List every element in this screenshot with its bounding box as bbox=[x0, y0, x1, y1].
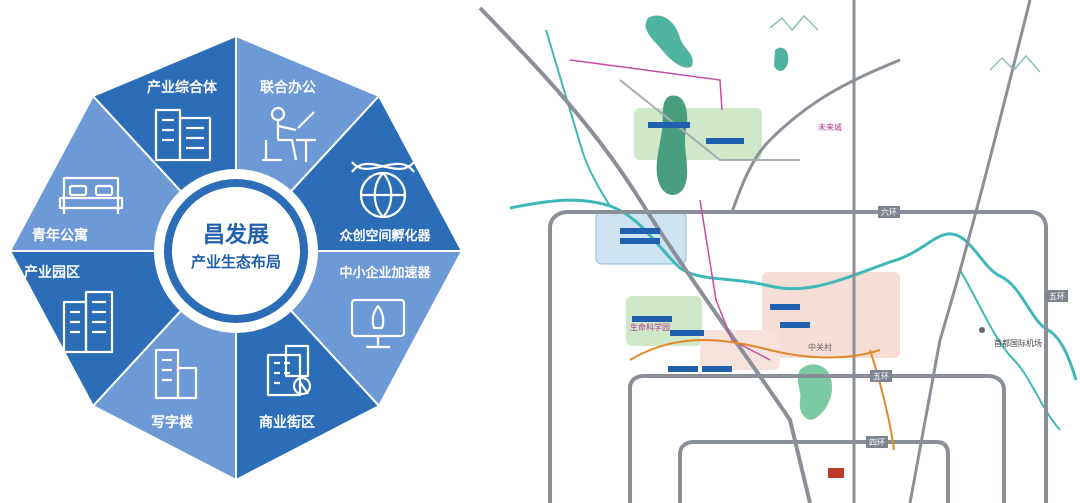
green-zone-north bbox=[634, 108, 762, 160]
expressway-east bbox=[908, 0, 1032, 503]
segment-label-commercial-street: 商业街区 bbox=[259, 414, 315, 431]
ring-road-5 bbox=[628, 374, 1006, 503]
olympic-park bbox=[797, 364, 833, 420]
expressway-badaling bbox=[478, 6, 812, 503]
segment-label-office: 写字楼 bbox=[151, 414, 193, 431]
ring-label-badge bbox=[870, 370, 892, 382]
reservoir-north bbox=[645, 15, 693, 68]
segment-label-accelerator: 中小企业加速器 bbox=[339, 265, 431, 281]
ecosystem-wheel: 昌发展 产业生态布局 联合办公 众创空间孵化器 中小企业加速器 商业街区 写字楼… bbox=[8, 34, 464, 482]
bed-icon bbox=[58, 176, 124, 214]
segment-label-coworking: 联合办公 bbox=[260, 79, 316, 96]
ring-label-badge bbox=[878, 206, 900, 218]
ring-road-label: 五环 bbox=[873, 372, 889, 381]
subway-line-orange-south bbox=[869, 349, 895, 451]
airport-marker bbox=[979, 327, 985, 333]
subway-line-changping bbox=[569, 59, 723, 111]
expressway-north-link bbox=[730, 58, 901, 213]
ring-road-label: 四环 bbox=[869, 438, 885, 447]
globe-dna-icon bbox=[351, 161, 415, 219]
monitor-rocket-icon bbox=[350, 298, 406, 349]
ring-road-label: 五环 bbox=[1049, 292, 1065, 301]
center-subtitle: 产业生态布局 bbox=[191, 253, 281, 271]
lake-park bbox=[656, 95, 688, 195]
pond-north bbox=[774, 47, 789, 71]
district-label: 未来城 bbox=[818, 122, 842, 132]
mountain-sketch-2 bbox=[769, 14, 819, 32]
district-label: 中关村 bbox=[808, 342, 832, 352]
ring-label-badge bbox=[1046, 290, 1068, 302]
person-at-desk-icon bbox=[262, 106, 316, 162]
project-markers bbox=[620, 122, 810, 372]
center-disc bbox=[172, 187, 300, 315]
ring-road-label: 六环 bbox=[881, 207, 897, 217]
area-map: 六环 五环 四环 五环 未来城 生命科学园 中关村 首都国际机场 bbox=[470, 0, 1080, 503]
river-west bbox=[545, 29, 611, 207]
store-building-icon bbox=[266, 344, 312, 397]
subway-line-orange bbox=[629, 339, 881, 361]
industrial-park-icon bbox=[62, 290, 114, 354]
subway-line-13 bbox=[699, 199, 771, 361]
landmark-marker bbox=[828, 468, 844, 478]
ring-road-4 bbox=[678, 440, 950, 503]
tower-complex-icon bbox=[154, 108, 212, 162]
center-title: 昌发展 bbox=[203, 222, 269, 248]
local-road-1 bbox=[619, 79, 800, 161]
pink-zone bbox=[762, 272, 900, 358]
ring-label-badge bbox=[866, 436, 888, 448]
airport-label: 首都国际机场 bbox=[994, 338, 1042, 348]
segment-label-complex: 产业综合体 bbox=[147, 79, 218, 96]
segment-label-incubator: 众创空间孵化器 bbox=[339, 228, 431, 244]
segment-label-industrial-park: 产业园区 bbox=[24, 264, 80, 281]
district-label: 生命科学园 bbox=[630, 322, 670, 332]
segment-label-youth-apartment: 青年公寓 bbox=[32, 227, 88, 244]
map-background bbox=[470, 0, 1080, 503]
ring-road-6 bbox=[548, 210, 1048, 503]
mountain-sketch-1 bbox=[989, 54, 1041, 73]
office-building-icon bbox=[154, 348, 198, 400]
